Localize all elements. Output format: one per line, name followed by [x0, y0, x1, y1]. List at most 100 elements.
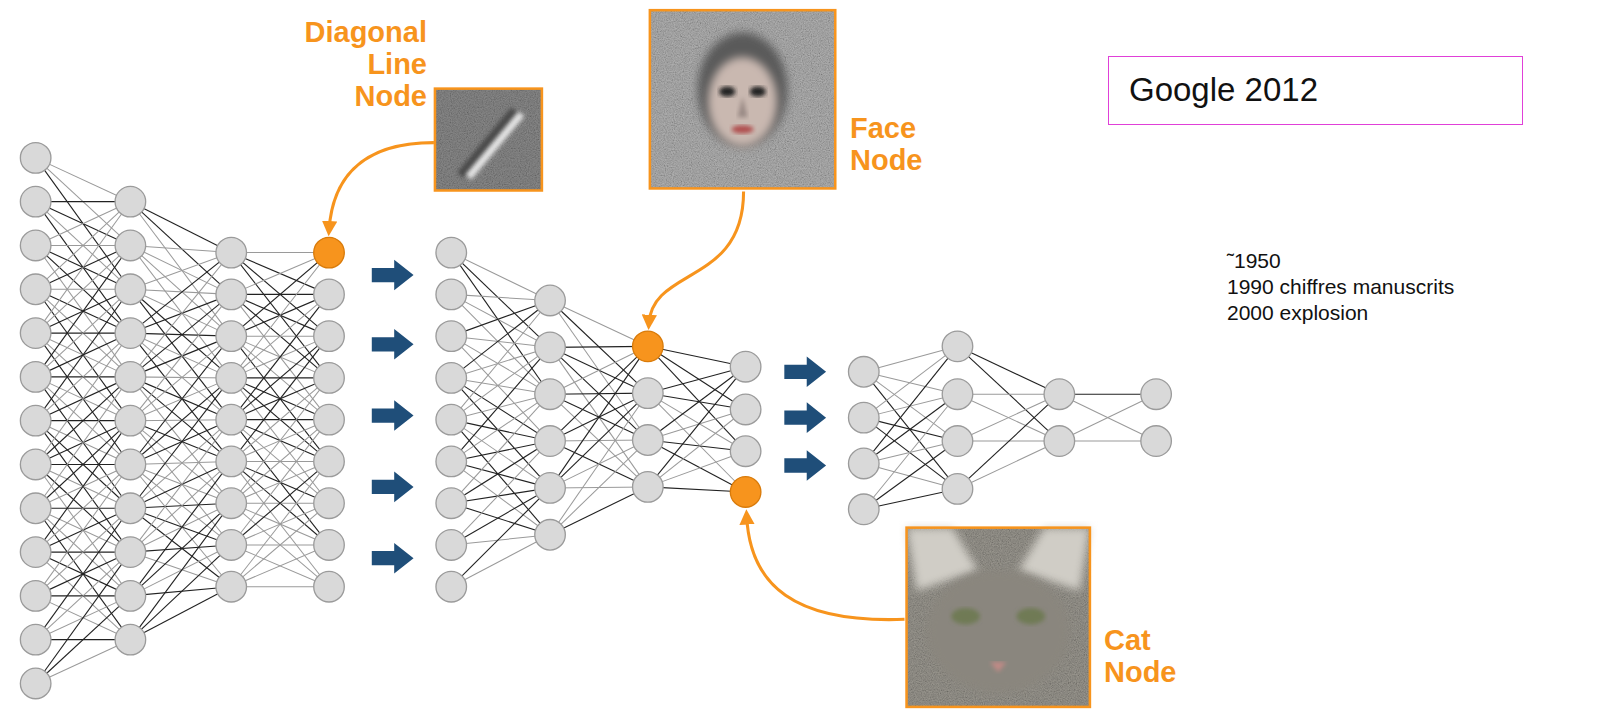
network-link: [130, 420, 231, 552]
network-link: [957, 441, 1059, 489]
neuron: [115, 581, 146, 612]
neuron: [115, 624, 146, 655]
neuron: [115, 318, 146, 349]
network-link: [550, 393, 648, 535]
neuron: [314, 363, 345, 394]
network-link: [36, 552, 131, 683]
neuron: [20, 274, 51, 305]
network-link: [36, 464, 131, 595]
network-link: [36, 333, 131, 464]
network-link: [1059, 394, 1156, 441]
box-text: Google 2012: [1129, 71, 1522, 109]
flow-arrow: [372, 472, 414, 503]
neuron: [633, 425, 664, 456]
neuron: [20, 230, 51, 261]
neuron: [20, 537, 51, 568]
network-link: [1059, 394, 1156, 441]
flow-arrow: [784, 450, 826, 481]
network-link: [36, 508, 131, 639]
network-link: [231, 294, 329, 419]
network-link: [231, 545, 329, 587]
neuron: [436, 488, 467, 519]
neuron: [942, 331, 973, 362]
network-link: [36, 289, 131, 420]
network-link: [957, 394, 1059, 441]
face-thumbnail: [650, 10, 835, 188]
neuron: [115, 449, 146, 480]
neuron: [436, 571, 467, 602]
neuron: [20, 362, 51, 393]
neuron: [942, 379, 973, 410]
network-link: [231, 378, 329, 503]
neuron: [436, 530, 467, 561]
network-link: [231, 420, 329, 545]
network-link: [231, 336, 329, 461]
neuron: [216, 446, 247, 477]
neuron: [20, 624, 51, 655]
neuron: [314, 446, 345, 477]
network-link: [36, 245, 131, 376]
flow-arrows: [372, 260, 826, 574]
highlighted-neuron: [633, 331, 664, 362]
network-link: [550, 300, 648, 346]
flow-arrow: [784, 402, 826, 433]
network-link: [957, 394, 1059, 441]
neuron: [20, 405, 51, 436]
flow-arrow: [372, 329, 414, 360]
neuron: [20, 186, 51, 217]
neuron: [216, 571, 247, 602]
neuron: [436, 279, 467, 310]
neuron: [1141, 379, 1172, 410]
network-link: [231, 545, 329, 587]
network-link: [864, 441, 958, 509]
network-link: [130, 336, 231, 464]
timeline-note: ˜1950: [1227, 248, 1281, 274]
neuron: [115, 493, 146, 524]
neuron: [20, 493, 51, 524]
neuron: [115, 405, 146, 436]
neuron: [216, 404, 247, 435]
diagonal-thumbnail: [435, 89, 542, 191]
neuron: [848, 494, 879, 525]
network-link: [36, 421, 131, 552]
neuron: [436, 446, 467, 477]
network-link: [231, 336, 329, 461]
highlighted-neuron: [730, 477, 761, 508]
network-link: [130, 202, 231, 336]
neuron: [20, 449, 51, 480]
network-link: [231, 420, 329, 545]
neuron: [942, 474, 973, 505]
neuron: [1044, 426, 1075, 457]
network-link: [231, 253, 329, 295]
network-link: [231, 253, 329, 378]
network-link: [36, 333, 131, 464]
network-link: [550, 300, 648, 440]
neuron: [115, 537, 146, 568]
network-link: [648, 367, 746, 487]
network-link: [36, 421, 131, 552]
network-link: [130, 378, 231, 421]
neuron: [848, 402, 879, 433]
neuron: [115, 274, 146, 305]
neuron: [535, 426, 566, 457]
network-link: [130, 294, 231, 420]
timeline-note: 2000 explosion: [1227, 300, 1368, 326]
neuron: [436, 321, 467, 352]
neuron: [535, 285, 566, 316]
neuron: [633, 378, 664, 409]
neuron: [314, 279, 345, 310]
neuron: [1141, 426, 1172, 457]
network-link: [451, 300, 550, 419]
network-link: [130, 464, 231, 503]
neuron: [314, 530, 345, 561]
network-link: [36, 202, 131, 333]
neuron: [216, 279, 247, 310]
network-link: [231, 378, 329, 503]
network-link: [130, 508, 231, 545]
flow-arrow: [372, 260, 414, 291]
neuron-circles: [20, 143, 1171, 699]
neuron: [20, 668, 51, 699]
neuron: [730, 394, 761, 425]
neuron: [216, 237, 247, 268]
neuron: [20, 318, 51, 349]
